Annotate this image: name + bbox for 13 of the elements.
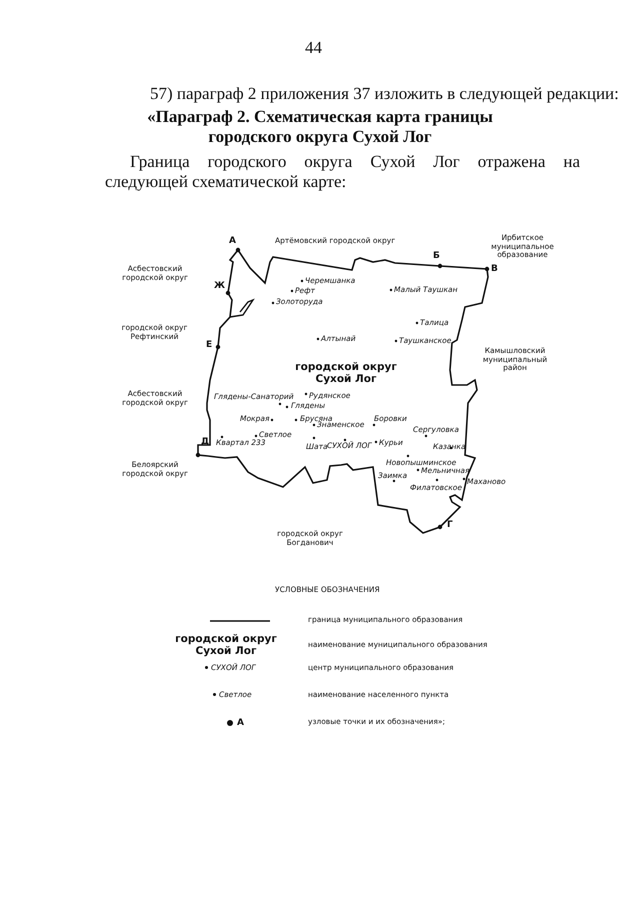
heading: «Параграф 2. Схематическая карта границы городского округа Сухой Лог — [146, 107, 494, 147]
instruction-text: 57) параграф 2 приложения 37 изложить в следующей редакции: — [150, 84, 619, 104]
boundary-point-label: Б — [433, 251, 440, 262]
boundary-point-label: В — [491, 264, 498, 274]
boundary-point-label: Ж — [214, 281, 226, 292]
boundary-point-label: А — [229, 236, 236, 246]
boundary-point-label: Г — [447, 520, 453, 530]
legend-sample-text: городской округ Сухой Лог — [174, 633, 278, 658]
district-name: городской округ Сухой Лог — [294, 361, 398, 386]
paragraph: Граница городского округа Сухой Лог отражена на следующей схематической карте: — [105, 152, 580, 192]
page-number: 44 — [305, 38, 322, 58]
boundary-point-label: Е — [206, 340, 212, 350]
legend-sample-text: А — [227, 718, 244, 728]
